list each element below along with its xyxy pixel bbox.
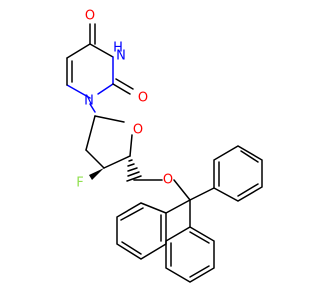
bond-c5-c4 — [66, 43, 91, 59]
phenyl-left-ring — [116, 202, 167, 260]
phenyl-right-ring — [213, 145, 263, 202]
bond-c3-c4 — [103, 155, 131, 169]
atom-o-ring: O — [133, 123, 143, 138]
bond-c2-c3 — [85, 149, 105, 169]
bond-o-trityl — [173, 179, 191, 201]
bond-n1-c6 — [66, 84, 91, 99]
atom-o-ether: O — [163, 173, 173, 188]
phenyl-right — [189, 145, 263, 202]
bond-c4-o-ring — [129, 134, 133, 157]
atom-o-top: O — [85, 9, 95, 24]
bond-c2-n1 — [97, 83, 114, 95]
phenyl-left — [116, 199, 191, 260]
molecule-structure: O H N O N O F O — [66, 9, 263, 283]
bond-c1-c2 — [85, 115, 96, 151]
atom-h-n3: H — [113, 41, 123, 56]
sugar-ring — [85, 115, 133, 169]
bond-o-ring-c1 — [94, 115, 125, 123]
atom-n1: N — [84, 94, 94, 109]
bond-c2-o-double — [115, 78, 134, 90]
phenyl-bottom — [165, 199, 215, 283]
uracil-ring — [66, 23, 134, 99]
wedge-c3-f — [89, 168, 104, 180]
bond-ctr-ph1 — [189, 187, 215, 201]
hash-c4-c5 — [126, 159, 142, 182]
atom-n3: N — [116, 49, 126, 64]
bond-ctr-ph2 — [165, 199, 191, 214]
bond-n1-c1prime — [89, 103, 96, 113]
phenyl-bottom-ring — [165, 226, 215, 283]
bond-c2-o — [112, 83, 131, 95]
atom-o-right: O — [138, 91, 148, 106]
atom-f: F — [76, 176, 83, 191]
bond-c4-n3 — [89, 43, 114, 58]
